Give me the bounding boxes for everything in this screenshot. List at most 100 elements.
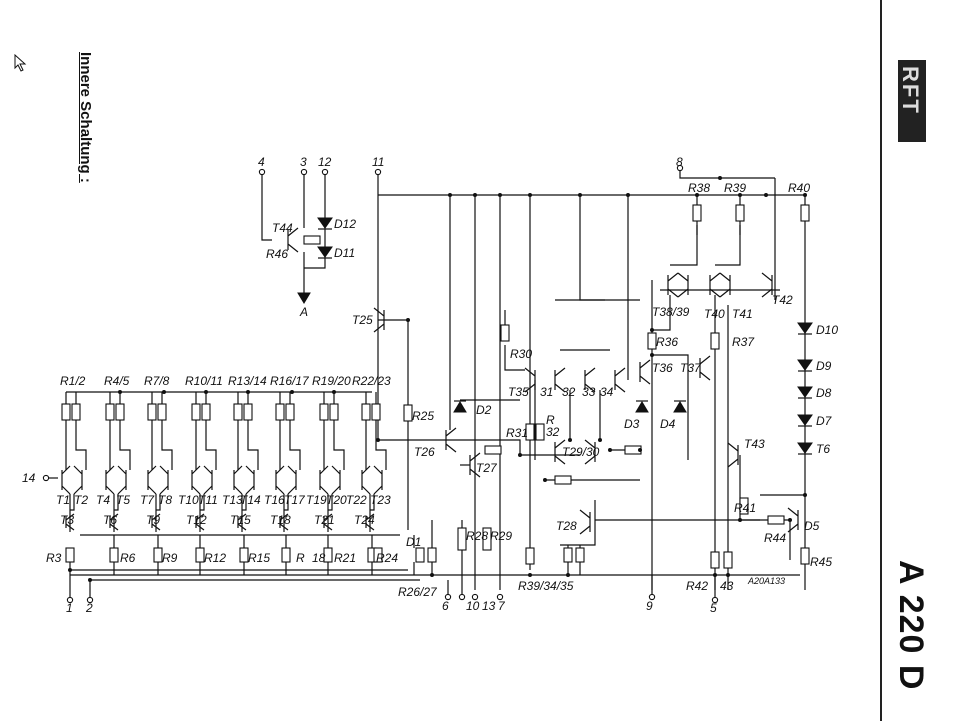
junction-dot [88, 578, 92, 582]
resistor [692, 204, 702, 222]
pin-label-1: 1 [66, 601, 73, 615]
resistor [647, 332, 657, 350]
transistor-pair [361, 465, 383, 511]
resistor [373, 547, 383, 563]
label-33: 33 [582, 385, 596, 399]
pin-label-5: 5 [710, 601, 717, 615]
resistor [735, 204, 745, 222]
resistor [109, 547, 119, 563]
junction-dot [650, 353, 654, 357]
bank-link [323, 392, 345, 470]
label-T1: T1 [56, 493, 70, 507]
label-R16-17: R16/17 [270, 374, 310, 388]
resistor [371, 403, 381, 421]
label-T44: T44 [272, 221, 293, 235]
pin-circle [648, 593, 656, 601]
junction-dot [518, 453, 522, 457]
junction-dot [162, 390, 166, 394]
transistor [614, 367, 626, 393]
pin-circle [300, 168, 308, 176]
junction-dot [738, 518, 742, 522]
resistor [710, 551, 720, 569]
pointer-arrow-icon [14, 54, 27, 72]
resistor [243, 403, 253, 421]
bank-link [65, 392, 87, 470]
lower-transistor [195, 510, 205, 532]
label-T10: T10 [178, 493, 199, 507]
pin-circle [458, 593, 466, 601]
lower-transistor [65, 510, 75, 532]
label-T13: T13 [222, 493, 243, 507]
transistor [584, 367, 596, 393]
transistor [699, 355, 711, 381]
label-R36: R36 [656, 335, 678, 349]
junction-dot [566, 573, 570, 577]
label-T35: T35 [508, 385, 529, 399]
label-R19-20: R19/20 [312, 374, 351, 388]
label-T2: T2 [74, 493, 88, 507]
bank-link [237, 392, 259, 470]
resistor [403, 404, 413, 422]
label-T38-39: T38/39 [652, 305, 690, 319]
transistor-pair [61, 465, 83, 511]
label-32b: 32 [562, 385, 576, 399]
transistor [677, 272, 689, 298]
label-T14: T14 [240, 493, 261, 507]
resistor [285, 403, 295, 421]
label-R38: R38 [688, 181, 710, 195]
label-R24: R24 [376, 551, 398, 565]
label-R37: R37 [732, 335, 755, 349]
label-T11: T11 [198, 493, 218, 507]
resistor [484, 445, 502, 455]
junction-dot [788, 518, 792, 522]
resistor [233, 403, 243, 421]
label-R4-5: R4/5 [104, 374, 130, 388]
bank-link [195, 392, 217, 470]
label-T42: T42 [772, 293, 793, 307]
label-R1-2: R1/2 [60, 374, 86, 388]
label-D4: D4 [660, 417, 676, 431]
label-31: 31 [540, 385, 553, 399]
transistor [667, 272, 679, 298]
bank-link [279, 392, 301, 470]
label-T5: T5 [116, 493, 130, 507]
label-T16: T16 [264, 493, 285, 507]
pin-label-11: 11 [372, 155, 384, 169]
bank-link [151, 392, 173, 470]
label-T4: T4 [96, 493, 110, 507]
resistor [195, 547, 205, 563]
junction-dot [803, 493, 807, 497]
label-T8: T8 [158, 493, 172, 507]
label-R21: R21 [334, 551, 356, 565]
label-D2: D2 [476, 403, 492, 417]
junction-dot [695, 193, 699, 197]
label-T25: T25 [352, 313, 373, 327]
transistor-pair [275, 465, 297, 511]
label-R3: R3 [46, 551, 62, 565]
junction-dot [68, 568, 72, 572]
label-T37: T37 [680, 361, 702, 375]
transistor-pair [319, 465, 341, 511]
label-D3: D3 [624, 417, 640, 431]
junction-dots [68, 176, 807, 582]
pin-label-7: 7 [498, 599, 506, 613]
label-T41: T41 [732, 307, 753, 321]
label-R46: R46 [266, 247, 288, 261]
resistor [65, 547, 75, 563]
label-32: 32 [546, 425, 560, 439]
pin-label-14: 14 [22, 471, 36, 485]
label-T17: T17 [284, 493, 306, 507]
label-R29: R29 [490, 529, 512, 543]
junction-dot [764, 193, 768, 197]
transistor [554, 439, 566, 465]
diodes [297, 217, 813, 455]
label-T6: T6 [103, 513, 117, 527]
resistor [427, 547, 437, 563]
label-T12: T12 [186, 513, 207, 527]
transistor [787, 507, 799, 533]
resistor [303, 235, 321, 245]
label-D11: D11 [334, 246, 355, 260]
junction-dot [568, 438, 572, 442]
label-R6: R6 [120, 551, 136, 565]
junction-dot [498, 193, 502, 197]
